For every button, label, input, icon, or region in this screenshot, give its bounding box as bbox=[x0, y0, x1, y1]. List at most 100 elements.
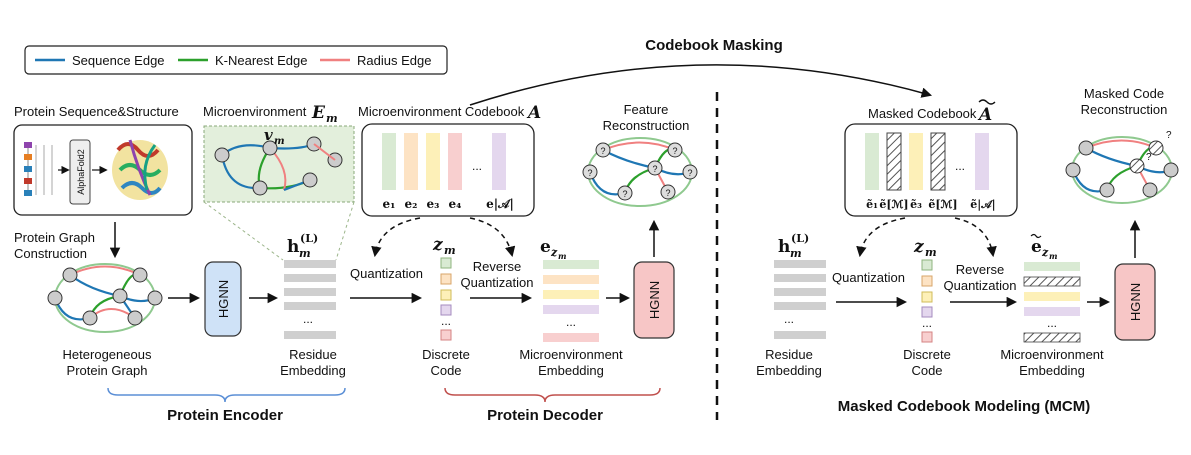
graph-construction-label-1: Protein Graph bbox=[14, 230, 95, 245]
masked-codebook-panel bbox=[844, 123, 1018, 217]
mcm-section-label: Masked Codebook Modeling (MCM) bbox=[838, 398, 1091, 415]
alphafold-label: AlphaFold2 bbox=[76, 149, 86, 195]
center-node-label: v bbox=[264, 126, 273, 144]
mcm-hgnn-label: HGNN bbox=[1128, 283, 1143, 321]
mcm-reverse-lookup-arrow bbox=[954, 217, 997, 258]
reverse-quant-label-2: Quantization bbox=[461, 275, 534, 290]
microenvironment-symbol-sub: m bbox=[326, 112, 338, 125]
decoder-brace bbox=[444, 387, 661, 403]
residue-label-2: Embedding bbox=[280, 363, 346, 378]
mcm-micro-emb-label-2: Embedding bbox=[1019, 363, 1085, 378]
residue-embedding-stack bbox=[284, 260, 336, 339]
discrete-label-1: Discrete bbox=[422, 347, 470, 362]
codebook-masking-label: Codebook Masking bbox=[645, 37, 783, 54]
sequence-glyphs bbox=[24, 142, 53, 196]
mcm-ez-subsubscript: m bbox=[1049, 251, 1057, 261]
codebook-symbol: A bbox=[526, 103, 541, 123]
hgnn-decoder-block bbox=[633, 261, 675, 339]
mcm-z-symbol: z bbox=[913, 237, 924, 257]
svg-text:?: ? bbox=[622, 189, 627, 199]
masked-question-1: ? bbox=[1166, 130, 1172, 141]
center-node-sub: m bbox=[274, 136, 285, 147]
mcm-hgnn-block bbox=[1114, 263, 1156, 341]
masked-code-recon-label-1: Masked Code bbox=[1084, 86, 1164, 101]
code-label-n: e|𝒜| bbox=[486, 197, 514, 211]
edge-legend: Sequence Edge K-Nearest Edge Radius Edge bbox=[24, 45, 448, 75]
zoom-line-right bbox=[335, 201, 355, 261]
h-symbol: h bbox=[287, 237, 299, 257]
micro-emb-ellipsis: ... bbox=[566, 315, 576, 329]
mcm-discrete-label-2: Code bbox=[911, 363, 942, 378]
mcm-ez-tilde bbox=[1030, 233, 1042, 239]
encoder-brace bbox=[107, 387, 346, 403]
legend-sequence-edge: Sequence Edge bbox=[72, 53, 165, 68]
h-superscript: (L) bbox=[300, 232, 318, 245]
micro-emb-label-1: Microenvironment bbox=[519, 347, 623, 362]
mcm-discrete-label-1: Discrete bbox=[903, 347, 951, 362]
mcm-h-subscript: m bbox=[790, 247, 802, 260]
codebook-ellipsis: ... bbox=[472, 159, 482, 173]
microenvironment-symbol: E bbox=[311, 103, 326, 123]
z-subscript: m bbox=[444, 244, 456, 257]
quantization-label: Quantization bbox=[350, 266, 423, 281]
masked-code-label-1: ẽ₁ bbox=[866, 198, 878, 211]
question-node-1: ? bbox=[595, 142, 611, 158]
hetero-graph-label-2: Protein Graph bbox=[67, 363, 148, 378]
code-vector-n bbox=[492, 133, 506, 190]
mcm-residue-ellipsis: ... bbox=[784, 312, 794, 326]
masked-codebook-title: Masked Codebook bbox=[868, 106, 977, 121]
svg-text:?: ? bbox=[665, 188, 670, 198]
code-vector-2 bbox=[404, 133, 418, 190]
mcm-h-symbol: h bbox=[778, 237, 790, 257]
code-label-3: e₃ bbox=[427, 197, 440, 211]
svg-text:?: ? bbox=[587, 168, 592, 178]
mcm-micro-emb-ellipsis: ... bbox=[1047, 316, 1057, 330]
quantization-lookup-arrow bbox=[371, 217, 421, 258]
masked-code-label-n: ẽ|𝒜| bbox=[970, 198, 995, 211]
svg-text:?: ? bbox=[687, 168, 692, 178]
masked-code-vector-2 bbox=[886, 132, 902, 191]
protein-decoder-label: Protein Decoder bbox=[487, 407, 603, 424]
svg-text:?: ? bbox=[672, 146, 677, 156]
mcm-quantization-lookup-arrow bbox=[856, 217, 906, 258]
mcm-reverse-quant-label-2: Quantization bbox=[944, 278, 1017, 293]
microenvironment-panel bbox=[203, 125, 355, 203]
hetero-graph-label-1: Heterogeneous bbox=[63, 347, 152, 362]
mcm-h-superscript: (L) bbox=[791, 232, 809, 245]
protein-seq-struct-title: Protein Sequence&Structure bbox=[14, 104, 179, 119]
legend-knn-edge: K-Nearest Edge bbox=[215, 53, 308, 68]
code-label-1: e₁ bbox=[383, 197, 396, 211]
zoom-line-left bbox=[203, 201, 284, 261]
masked-code-label-2: ẽ[ℳ] bbox=[879, 198, 908, 211]
masked-code-vector-1 bbox=[865, 133, 879, 190]
svg-text:?: ? bbox=[600, 146, 605, 156]
residue-label-1: Residue bbox=[289, 347, 337, 362]
masked-code-vector-n bbox=[975, 133, 989, 190]
mcm-reverse-quant-label-1: Reverse bbox=[956, 262, 1004, 277]
ez-subscript: z bbox=[550, 246, 558, 259]
heterogeneous-protein-graph bbox=[47, 263, 163, 333]
code-vector-3 bbox=[426, 133, 440, 190]
h-subscript: m bbox=[299, 247, 311, 260]
masked-tilde bbox=[978, 99, 996, 105]
code-label-4: e₄ bbox=[449, 197, 462, 211]
feature-recon-label-1: Feature bbox=[624, 102, 669, 117]
protein-encoder-label: Protein Encoder bbox=[167, 407, 283, 424]
masked-code-vector-4 bbox=[930, 132, 946, 191]
discrete-label-2: Code bbox=[430, 363, 461, 378]
microenvironment-title: Microenvironment bbox=[203, 104, 307, 119]
residue-ellipsis: ... bbox=[303, 312, 313, 326]
code-label-2: e₂ bbox=[405, 197, 418, 211]
codebook-panel bbox=[361, 123, 535, 217]
mcm-discrete-code-column bbox=[921, 259, 933, 343]
discrete-code-column bbox=[440, 257, 452, 341]
mcm-ez-symbol: e bbox=[1031, 237, 1042, 257]
question-node-2: ? bbox=[667, 142, 683, 158]
legend-radius-edge: Radius Edge bbox=[357, 53, 431, 68]
svg-text:?: ? bbox=[652, 164, 657, 174]
codebook-title: Microenvironment Codebook bbox=[358, 104, 525, 119]
mcm-quantization-label: Quantization bbox=[832, 270, 905, 285]
ez-symbol: e bbox=[540, 237, 551, 257]
microenvironment-embedding-stack bbox=[543, 260, 599, 342]
